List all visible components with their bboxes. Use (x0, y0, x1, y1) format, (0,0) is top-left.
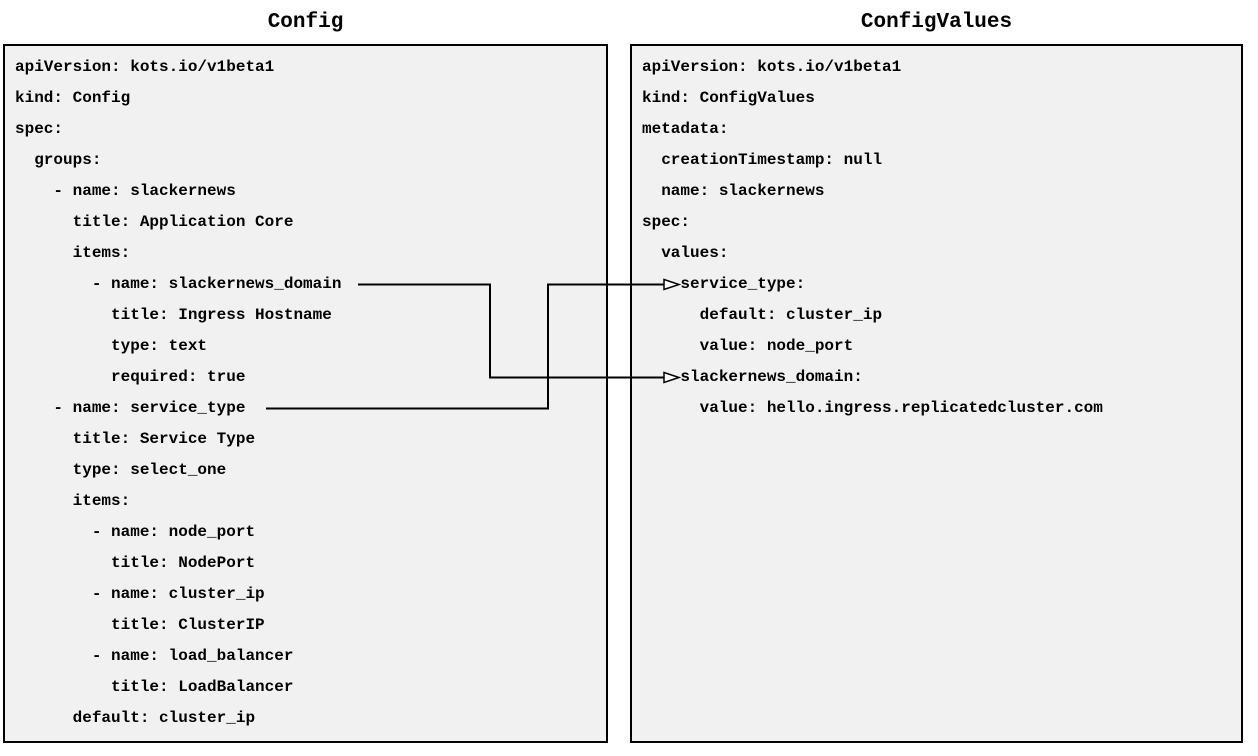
code-line: title: ClusterIP (15, 616, 265, 634)
code-line: value: node_port (642, 337, 854, 355)
code-line: apiVersion: kots.io/v1beta1 (642, 58, 902, 76)
code-line: slackernews_domain: (642, 368, 863, 386)
configvalues-panel: apiVersion: kots.io/v1beta1 kind: ConfigV… (630, 44, 1243, 743)
code-line: - name: load_balancer (15, 647, 294, 665)
code-line: title: Ingress Hostname (15, 306, 332, 324)
code-line: title: LoadBalancer (15, 678, 294, 696)
code-line: items: (15, 492, 131, 510)
code-line: kind: Config (15, 89, 131, 107)
code-line: - name: node_port (15, 523, 256, 541)
code-line: - name: slackernews_domain (15, 275, 342, 293)
code-line: items: (15, 244, 131, 262)
code-line: spec: (642, 213, 691, 231)
configvalues-yaml-code: apiVersion: kots.io/v1beta1 kind: ConfigV… (632, 46, 1241, 430)
code-line: service_type: (642, 275, 806, 293)
code-line: title: Application Core (15, 213, 294, 231)
code-line: - name: cluster_ip (15, 585, 265, 603)
code-line: groups: (15, 151, 102, 169)
code-line: apiVersion: kots.io/v1beta1 (15, 58, 275, 76)
code-line: type: text (15, 337, 208, 355)
code-line: default: cluster_ip (15, 709, 256, 727)
code-line: creationTimestamp: null (642, 151, 883, 169)
code-line: metadata: (642, 120, 729, 138)
code-line: - name: slackernews (15, 182, 236, 200)
code-line: values: (642, 244, 729, 262)
code-line: default: cluster_ip (642, 306, 883, 324)
code-line: name: slackernews (642, 182, 825, 200)
config-panel-title: Config (267, 11, 344, 34)
config-yaml-code: apiVersion: kots.io/v1beta1 kind: Config s… (5, 46, 606, 740)
code-line: value: hello.ingress.replicatedcluster.c… (642, 399, 1103, 417)
code-line: required: true (15, 368, 246, 386)
code-line: - name: service_type (15, 399, 246, 417)
code-line: title: Service Type (15, 430, 256, 448)
config-panel: apiVersion: kots.io/v1beta1 kind: Config s… (3, 44, 608, 743)
code-line: kind: ConfigValues (642, 89, 815, 107)
code-line: spec: (15, 120, 64, 138)
code-line: type: select_one (15, 461, 227, 479)
configvalues-panel-title: ConfigValues (860, 11, 1013, 34)
code-line: title: NodePort (15, 554, 256, 572)
